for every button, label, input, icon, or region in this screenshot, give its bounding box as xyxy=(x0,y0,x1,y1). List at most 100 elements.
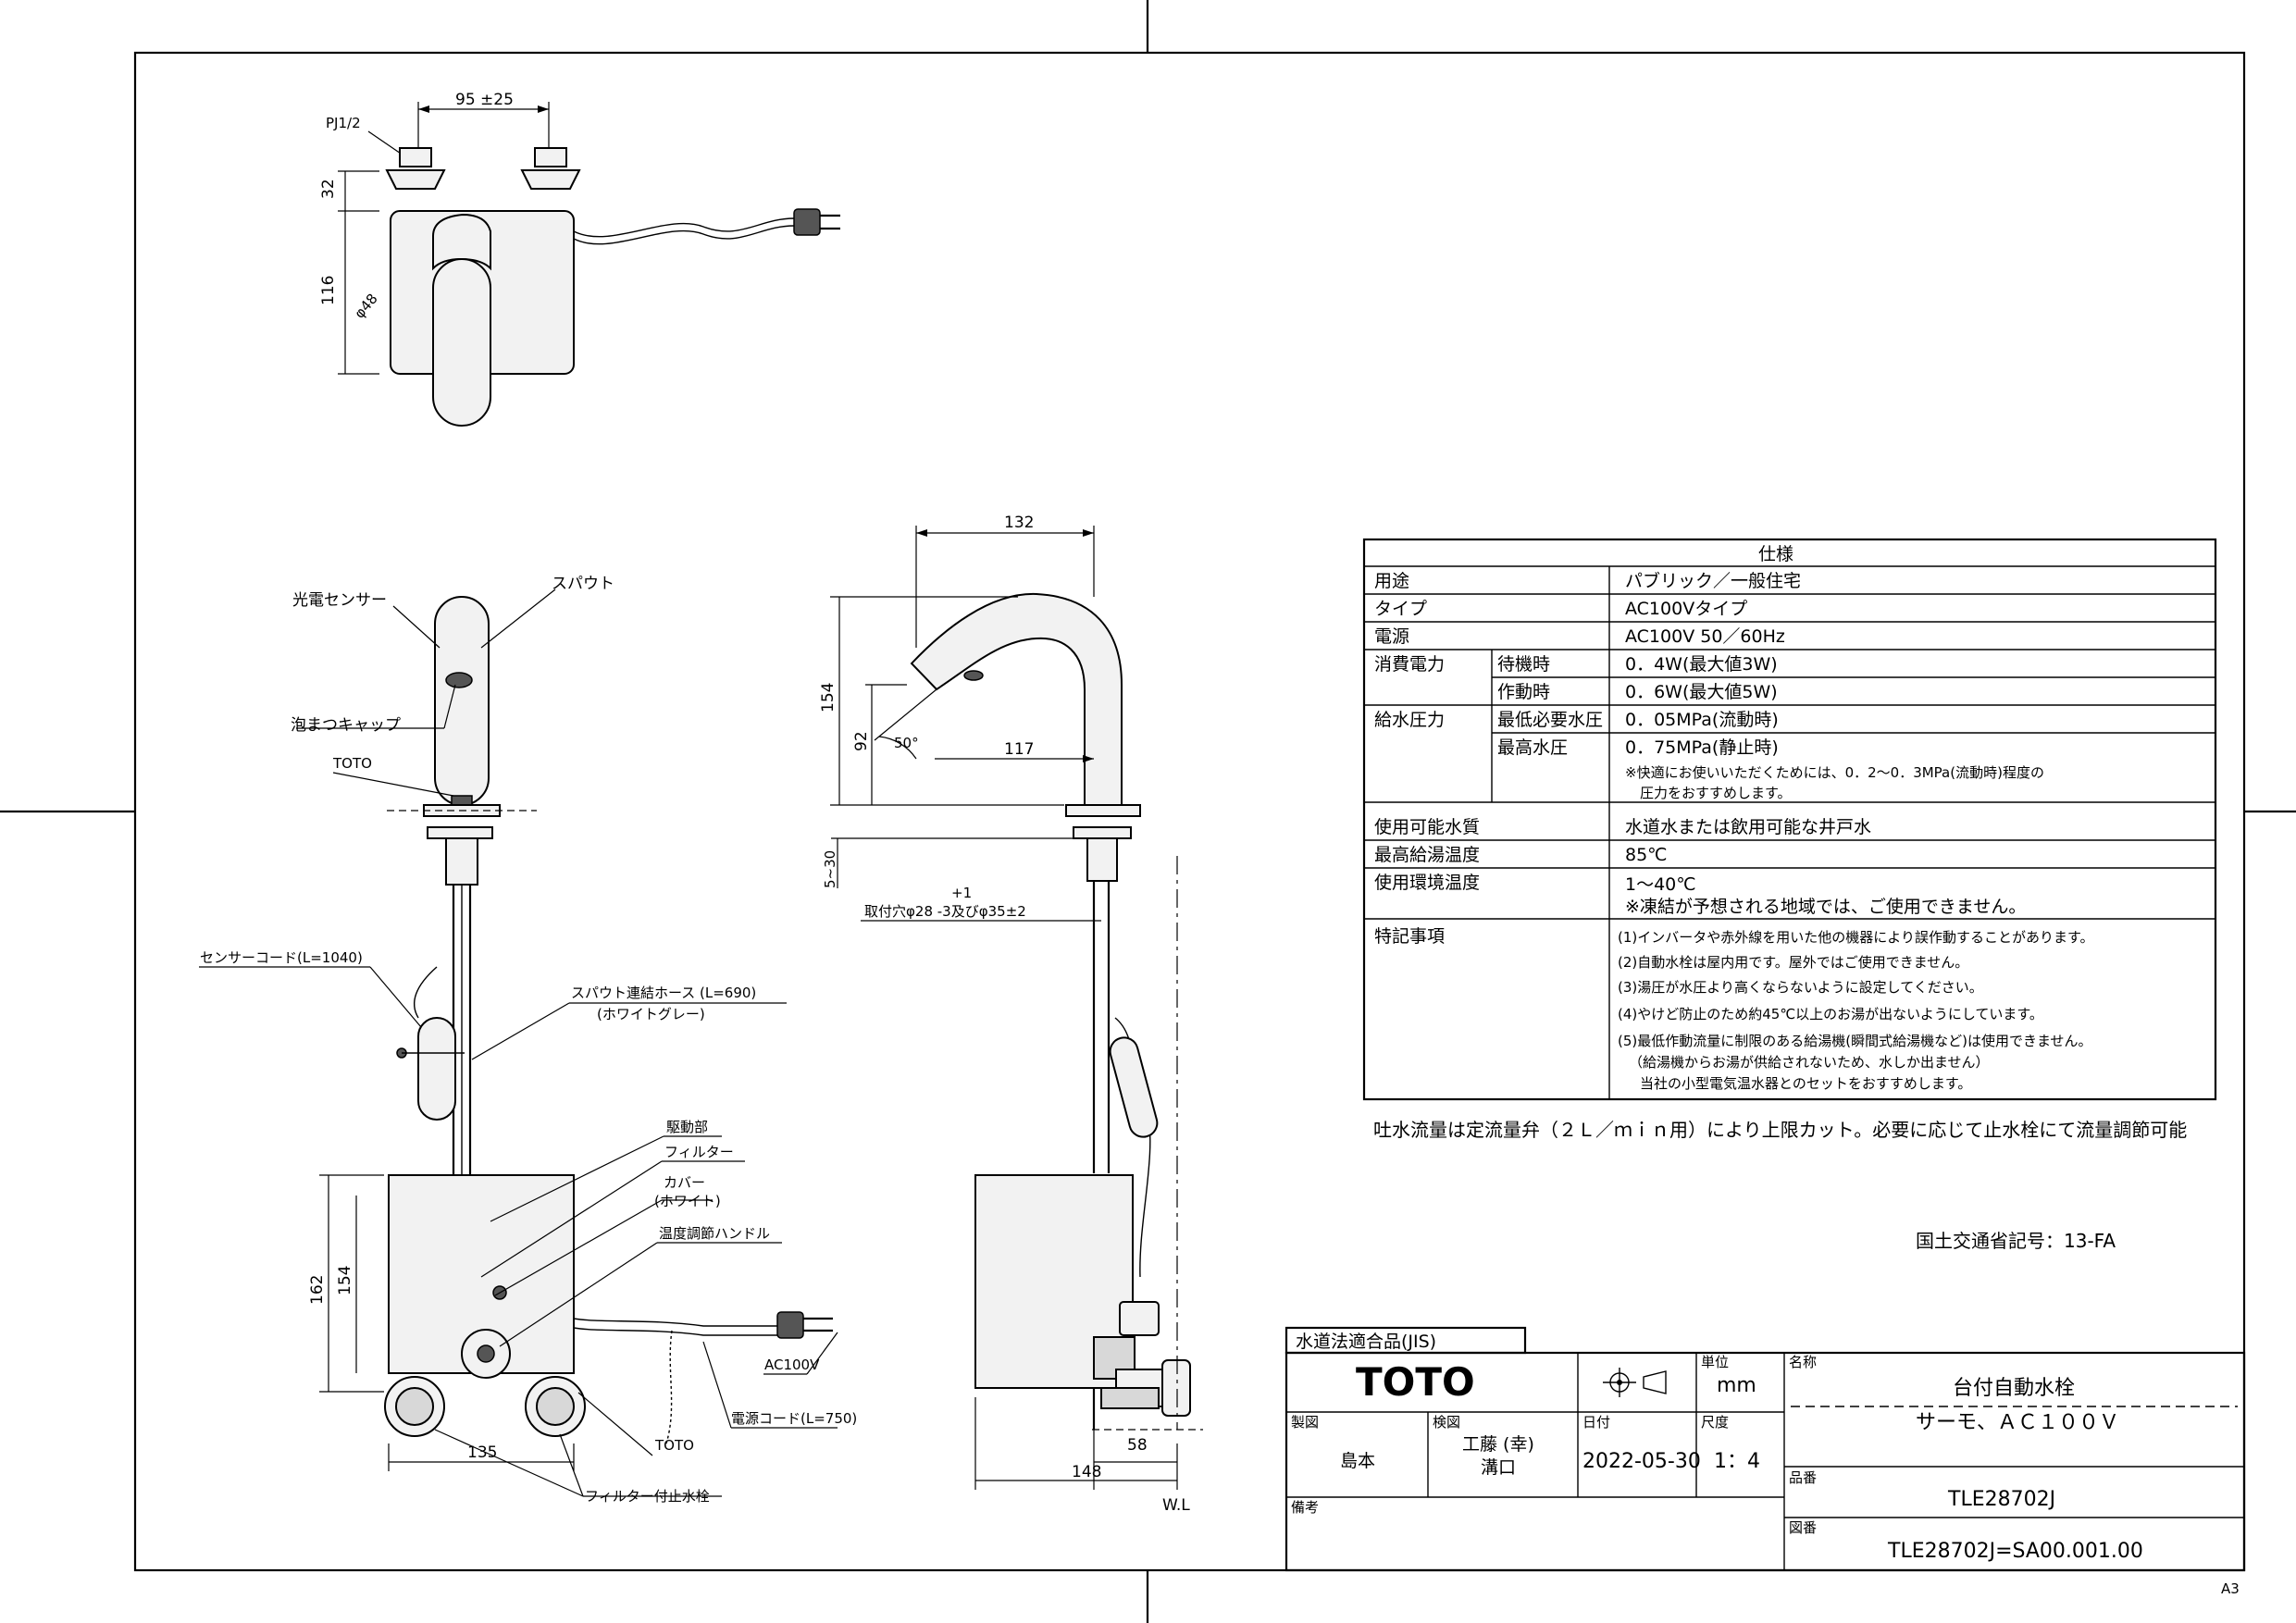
spec-max-pressure-note-2: 圧力をおすすめします。 xyxy=(1640,785,1792,801)
label-brand-box: TOTO xyxy=(654,1437,694,1454)
dim-92: 92 xyxy=(852,731,871,751)
date-value: 2022-05-30 xyxy=(1582,1450,1701,1473)
label-filter: フィルター xyxy=(664,1144,734,1160)
spec-value-operating: 0．6W(最大値5W) xyxy=(1625,682,1778,702)
spec-label-use: 用途 xyxy=(1374,571,1409,591)
projection-symbol-icon xyxy=(1603,1368,1667,1397)
dim-hole: 取付穴φ28 -3及びφ35±2 xyxy=(864,903,1026,920)
dim-5-30: 5~30 xyxy=(822,850,838,888)
spec-note-1: (1)インバータや赤外線を用いた他の機器により誤作動することがあります。 xyxy=(1618,929,2093,946)
spec-value-water: 水道水または飲用可能な井戸水 xyxy=(1625,817,1871,837)
spec-value-min-pressure: 0．05MPa(流動時) xyxy=(1625,710,1779,730)
label-hose: スパウト連結ホース (L=690) xyxy=(571,985,756,1001)
top-view: 95 ±25 PJ1/2 32 116 φ48 xyxy=(319,91,840,427)
checked-by-2: 溝口 xyxy=(1481,1457,1516,1478)
toto-logo: TOTO xyxy=(1356,1359,1475,1405)
spec-table: 仕様 用途 パブリック／一般住宅 タイプ AC100Vタイプ 電源 AC100V… xyxy=(1362,538,2217,1101)
spec-title: 仕様 xyxy=(1758,544,1793,564)
dim-116: 116 xyxy=(319,276,338,305)
spec-label-consumption: 消費電力 xyxy=(1374,654,1445,675)
scale-label: 尺度 xyxy=(1701,1414,1729,1431)
dim-117: 117 xyxy=(1004,740,1034,759)
drawn-by: 島本 xyxy=(1340,1451,1375,1471)
product-name: 台付自動水栓 xyxy=(1953,1377,2075,1400)
dim-154-side: 154 xyxy=(819,683,838,712)
label-power-cord: 電源コード(L=750) xyxy=(731,1410,857,1427)
label-sensor: 光電センサー xyxy=(292,591,387,610)
dim-d48: φ48 xyxy=(351,291,380,322)
label-temp-handle: 温度調節ハンドル xyxy=(659,1225,770,1242)
spec-label-env: 使用環境温度 xyxy=(1374,873,1480,893)
scale-value: 1：4 xyxy=(1714,1450,1760,1473)
registration-code: 国土交通省記号：13-FA xyxy=(1916,1230,2116,1252)
label-brand-spout: TOTO xyxy=(332,755,372,772)
checked-label: 検図 xyxy=(1433,1414,1460,1431)
spec-sub-standby: 待機時 xyxy=(1497,654,1550,675)
label-hose-color: (ホワイトグレー) xyxy=(597,1006,705,1022)
spec-label-notes: 特記事項 xyxy=(1374,926,1445,947)
label-cover: カバー xyxy=(664,1174,705,1191)
spec-sub-operating: 作動時 xyxy=(1497,682,1550,702)
dim-wl: W.L xyxy=(1162,1496,1190,1515)
spec-env-note: ※凍結が予想される地域では、ご使用できません。 xyxy=(1625,897,2026,917)
spec-value-hot: 85℃ xyxy=(1625,845,1668,865)
spec-note-3: (3)湯圧が水圧より高くならないように設定してください。 xyxy=(1618,979,1983,996)
checked-by-1: 工藤 (幸) xyxy=(1462,1434,1534,1455)
flow-note: 吐水流量は定流量弁（２Ｌ／ｍｉｎ用）により上限カット。必要に応じて止水栓にて流量… xyxy=(1373,1119,2187,1141)
spec-value-env: 1～40℃ xyxy=(1625,874,1696,895)
spec-note-4: (4)やけど防止のため約45℃以上のお湯が出ないようにしています。 xyxy=(1618,1006,2043,1022)
paper-size: A3 xyxy=(2221,1580,2240,1597)
unit-label: 単位 xyxy=(1701,1354,1729,1370)
spec-sub-max-pressure: 最高水圧 xyxy=(1497,737,1568,758)
dim-148: 148 xyxy=(1072,1463,1101,1481)
spec-max-pressure-note-1: ※快適にお使いいただくためには、0．2～0．3MPa(流動時)程度の xyxy=(1625,764,2044,781)
title-block: 水道法適合品(JIS) TOTO 単位 mm 名称 台付自動水栓 サーモ、ＡＣ１… xyxy=(1285,1326,2246,1572)
date-label: 日付 xyxy=(1582,1414,1610,1431)
spec-value-type: AC100Vタイプ xyxy=(1625,599,1747,619)
drawing-number-label: 図番 xyxy=(1789,1519,1817,1536)
spec-label-water: 使用可能水質 xyxy=(1374,817,1480,837)
front-view: 162 154 135 光電センサー スパウト 泡まつキャップ xyxy=(199,575,857,1505)
spec-label-power: 電源 xyxy=(1374,626,1409,647)
drawn-label: 製図 xyxy=(1291,1414,1319,1431)
label-cover-color: (ホワイト) xyxy=(654,1193,721,1209)
spec-note-5: (5)最低作動流量に制限のある給湯機(瞬間式給湯機など)は使用できません。 xyxy=(1618,1033,2092,1049)
remarks-label: 備考 xyxy=(1291,1499,1319,1516)
dim-95: 95 ±25 xyxy=(455,91,514,109)
label-drive: 駆動部 xyxy=(666,1119,708,1135)
dim-162: 162 xyxy=(308,1275,327,1305)
spec-note-5a: （給湯機からお湯が供給されないため、水しか出ません） xyxy=(1629,1054,1990,1071)
side-view: 132 154 92 50° 117 5~30 +1 取付穴φ28 -3及びφ3… xyxy=(819,514,1203,1515)
label-sensor-cord: センサーコード(L=1040) xyxy=(200,949,363,966)
spec-label-pressure: 給水圧力 xyxy=(1374,710,1445,730)
spec-value-standby: 0．4W(最大値3W) xyxy=(1625,654,1778,675)
dim-154-box: 154 xyxy=(336,1266,354,1295)
product-name-2: サーモ、ＡＣ１００Ｖ xyxy=(1916,1411,2119,1434)
spec-sub-min-pressure: 最低必要水圧 xyxy=(1497,710,1603,730)
unit-value: mm xyxy=(1717,1374,1756,1397)
dim-hole-tol: +1 xyxy=(951,885,972,901)
dim-angle: 50° xyxy=(894,735,919,751)
dim-132: 132 xyxy=(1004,514,1034,532)
drawing-number: TLE28702J=SA00.001.00 xyxy=(1887,1540,2143,1563)
part-number: TLE28702J xyxy=(1947,1488,2055,1511)
label-spout: スパウト xyxy=(552,575,614,593)
spec-value-use: パブリック／一般住宅 xyxy=(1625,570,1801,591)
label-ac: AC100V xyxy=(764,1357,820,1373)
part-label: 品番 xyxy=(1789,1469,1817,1486)
spec-label-type: タイプ xyxy=(1374,599,1427,619)
jis-label: 水道法適合品(JIS) xyxy=(1296,1332,1436,1352)
spec-value-max-pressure: 0．75MPa(静止時) xyxy=(1625,737,1779,758)
spec-note-2: (2)自動水栓は屋内用です。屋外ではご使用できません。 xyxy=(1618,954,1968,971)
label-aerator: 泡まつキャップ xyxy=(291,716,401,735)
spec-note-5b: 当社の小型電気温水器とのセットをおすすめします。 xyxy=(1640,1075,1971,1092)
label-valve: フィルター付止水栓 xyxy=(585,1488,710,1505)
name-label: 名称 xyxy=(1789,1354,1817,1370)
thread-label: PJ1/2 xyxy=(326,115,361,131)
dim-32: 32 xyxy=(319,179,338,199)
dim-58: 58 xyxy=(1127,1436,1148,1455)
spec-label-hot: 最高給湯温度 xyxy=(1374,845,1480,865)
spec-value-power: AC100V 50／60Hz xyxy=(1625,626,1785,647)
